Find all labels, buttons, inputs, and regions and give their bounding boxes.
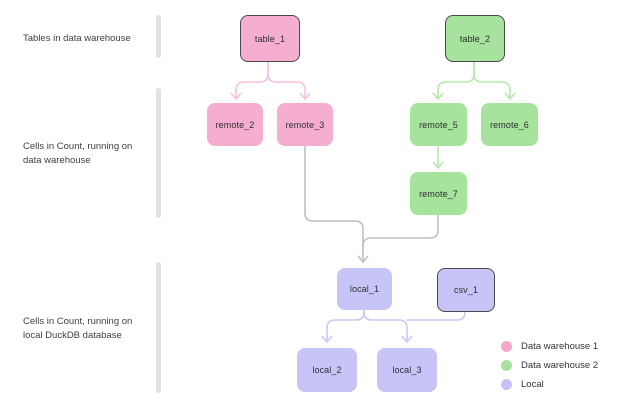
section-divider-bar (156, 88, 161, 218)
section-label-tables: Tables in data warehouse (23, 32, 131, 46)
section-label-line: data warehouse (23, 154, 91, 166)
node-remote-6: remote_6 (481, 103, 538, 146)
node-table-2: table_2 (445, 15, 505, 62)
arrowhead-local3 (401, 335, 413, 344)
section-divider-bar (156, 262, 161, 393)
node-remote-3: remote_3 (277, 103, 333, 146)
edge-local1-local2 (326, 310, 365, 342)
arrowhead-local2 (321, 335, 333, 344)
section-label-line: Cells in Count, running on (23, 316, 133, 327)
node-remote-5: remote_5 (410, 103, 467, 146)
edge-table1-remote3 (267, 60, 306, 99)
node-table-1: table_1 (240, 15, 300, 62)
edge-table2-remote6 (473, 60, 511, 99)
edge-csv1-local3 (407, 310, 466, 321)
arrowhead-remote3 (299, 92, 311, 101)
node-label: remote_3 (285, 119, 325, 130)
arrowhead-remote5 (432, 92, 444, 101)
edge-remote7-local1 (362, 215, 439, 247)
edge-table2-remote5 (437, 60, 475, 99)
node-label: csv_1 (453, 285, 478, 295)
legend-label: Data warehouse 1 (521, 341, 599, 352)
legend-swatch-warehouse2 (501, 360, 512, 371)
node-label: remote_5 (419, 119, 458, 130)
node-csv-1: csv_1 (437, 268, 495, 312)
node-remote-2: remote_2 (207, 103, 263, 146)
edge-remote3-local1 (304, 146, 364, 262)
legend-row-local: Local (501, 379, 598, 390)
legend: Data warehouse 1 Data warehouse 2 Local (501, 341, 598, 390)
node-label: remote_2 (215, 119, 255, 130)
node-label: local_3 (392, 365, 422, 375)
legend-label: Local (521, 379, 544, 390)
legend-swatch-warehouse1 (501, 341, 512, 352)
section-label-warehouse-cells: Cells in Count, running on data warehous… (23, 140, 132, 167)
node-local-3: local_3 (377, 348, 437, 392)
section-divider-bar (156, 15, 161, 58)
legend-row-warehouse2: Data warehouse 2 (501, 360, 598, 371)
node-label: table_2 (459, 33, 491, 44)
node-remote-7: remote_7 (410, 172, 467, 215)
section-label-line: Cells in Count, running on (23, 141, 133, 152)
arrowhead-remote2 (230, 92, 242, 101)
section-label-line: Tables in data warehouse (23, 33, 131, 44)
node-label: local_1 (349, 284, 380, 294)
edge-table1-remote2 (235, 60, 269, 99)
node-label: remote_7 (419, 188, 458, 199)
legend-swatch-local (501, 379, 512, 390)
arrowhead-local1 (357, 255, 369, 264)
legend-row-warehouse1: Data warehouse 1 (501, 341, 598, 352)
node-label: local_2 (312, 365, 342, 375)
arrowhead-remote6 (504, 92, 516, 101)
legend-label: Data warehouse 2 (521, 360, 599, 371)
node-local-2: local_2 (297, 348, 357, 392)
arrowhead-remote7 (432, 161, 444, 170)
edge-local1-local3 (363, 310, 408, 342)
node-label: table_1 (254, 33, 286, 44)
section-label-local-cells: Cells in Count, running on local DuckDB … (23, 315, 132, 342)
node-label: remote_6 (490, 119, 529, 130)
section-label-line: local DuckDB database (23, 329, 122, 341)
node-local-1: local_1 (337, 268, 392, 310)
